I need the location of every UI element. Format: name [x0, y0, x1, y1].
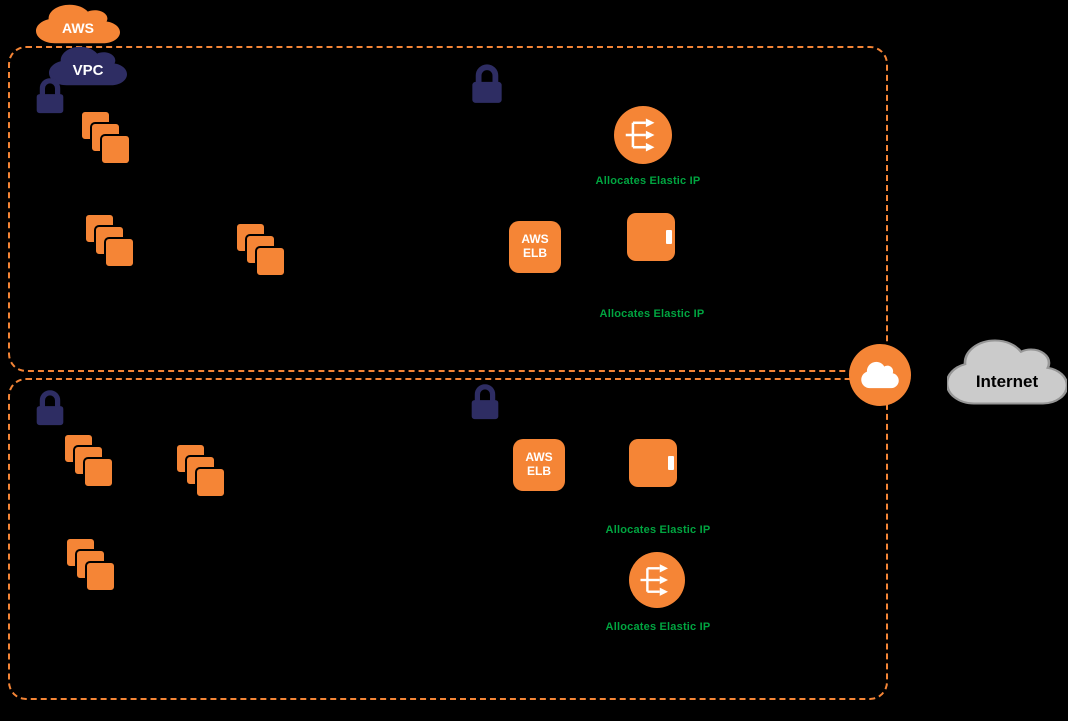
elastic-ip-label: Allocates Elastic IP: [599, 308, 705, 320]
instance-stack-icon: [65, 537, 119, 595]
padlock-icon-bottom-middle: [466, 382, 504, 422]
instance-notch: [668, 456, 674, 470]
elb-label-line2: ELB: [523, 246, 547, 260]
elb-label-line2: ELB: [527, 464, 551, 478]
elb-box-icon: AWS ELB: [509, 221, 561, 273]
padlock-icon-top-left: [31, 76, 69, 116]
elb-box-icon: AWS ELB: [513, 439, 565, 491]
aws-cloud-icon: AWS: [36, 2, 120, 46]
subnet-zone-top: [8, 46, 888, 372]
padlock-icon-top-middle: [466, 62, 508, 106]
load-balancer-icon: [629, 552, 685, 608]
internet-label: Internet: [975, 372, 1039, 391]
instance-notch: [666, 230, 672, 244]
instance-stack-icon: [63, 433, 117, 491]
elastic-ip-label: Allocates Elastic IP: [595, 175, 701, 187]
instance-icon: [627, 213, 675, 261]
subnet-zone-bottom: [8, 378, 888, 700]
vpc-label: VPC: [72, 61, 104, 79]
padlock-icon-bottom-left: [31, 388, 69, 428]
internet-gateway-icon: [849, 344, 911, 406]
internet-cloud-icon: Internet: [947, 336, 1067, 408]
instance-icon: [629, 439, 677, 487]
instance-stack-icon: [80, 110, 134, 168]
load-balancer-icon: [614, 106, 672, 164]
elastic-ip-label: Allocates Elastic IP: [605, 621, 711, 633]
instance-stack-icon: [175, 443, 229, 501]
vpc-cloud-icon: VPC: [49, 44, 127, 88]
elastic-ip-label: Allocates Elastic IP: [605, 524, 711, 536]
instance-stack-icon: [235, 222, 289, 280]
instance-stack-icon: [84, 213, 138, 271]
elb-label-line1: AWS: [521, 232, 549, 247]
aws-label: AWS: [62, 20, 94, 36]
elb-label-line1: AWS: [525, 450, 553, 465]
